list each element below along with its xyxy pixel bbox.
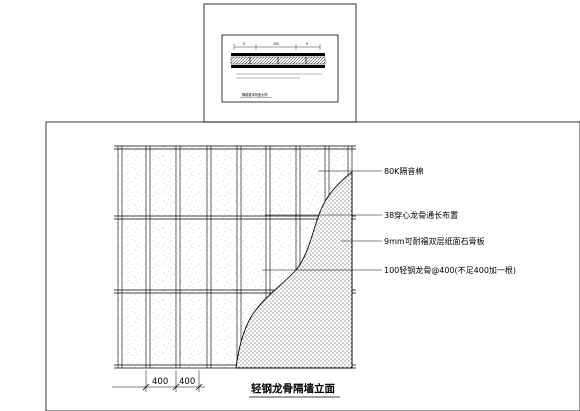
detail-caption: 隔墙基本构造大样 — [242, 92, 268, 97]
detail-dim-2: 100 — [273, 42, 279, 46]
dimension-400-left: 400 — [152, 377, 168, 387]
label-cross-keel: 38穿心龙骨通长布置 — [384, 210, 458, 220]
main-frame — [45, 121, 580, 411]
dimension-400-right: 400 — [179, 377, 195, 387]
detail-section: 9 100 9 隔墙基本构造大样 — [230, 42, 326, 98]
detail-dim-1: 9 — [243, 42, 245, 46]
wall-elevation — [114, 145, 356, 369]
label-gypsum-board: 9mm可耐福双层纸面石膏板 — [384, 236, 485, 246]
dimension-line — [112, 370, 205, 392]
label-steel-stud: 100轻钢龙骨@400(不足400加一根) — [384, 265, 516, 275]
label-insulation: 80K隔音棉 — [384, 166, 423, 176]
leaders — [262, 170, 382, 271]
detail-frame: 9 100 9 隔墙基本构造大样 — [203, 3, 357, 123]
detail-dim-3: 9 — [306, 42, 308, 46]
drawing-title: 轻钢龙骨隔墙立面 — [251, 382, 335, 395]
